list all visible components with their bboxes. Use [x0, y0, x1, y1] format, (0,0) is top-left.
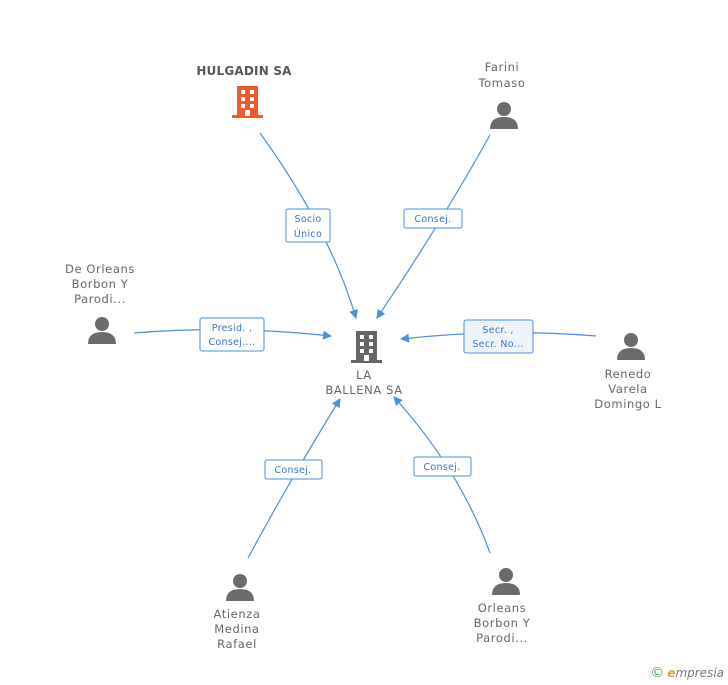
node-center-line1: LA: [356, 368, 372, 382]
node-center-line2: BALLENA SA: [325, 383, 402, 397]
edge-label-hulgadin: Socio Único: [285, 208, 331, 243]
node-renedo-line2: Varela: [608, 382, 647, 396]
node-atienza[interactable]: Atienza Medina Rafael: [213, 574, 260, 651]
person-icon: [492, 568, 520, 595]
edge-label-atienza-line1: Consej.: [274, 465, 311, 476]
node-orleans[interactable]: Orleans Borbon Y Parodi...: [474, 568, 531, 645]
brand-name: mpresia: [675, 666, 724, 680]
node-atienza-line2: Medina: [214, 622, 259, 636]
node-orleans-line3: Parodi...: [476, 631, 528, 645]
node-renedo-line3: Domingo L: [594, 397, 661, 411]
building-icon: [351, 331, 382, 363]
brand-initial: e: [667, 666, 676, 680]
node-hulgadin-label: HULGADIN SA: [196, 64, 292, 78]
person-icon: [490, 102, 518, 129]
copyright-icon: ©: [650, 665, 665, 681]
node-orleans-line2: Borbon Y: [474, 616, 531, 630]
edge-label-orleans: Consej.: [413, 456, 472, 477]
edge-label-deorleans: Presid. , Consej....: [199, 317, 265, 352]
node-atienza-line3: Rafael: [217, 637, 257, 651]
edge-label-deorleans-line2: Consej....: [209, 337, 256, 348]
node-atienza-line1: Atienza: [213, 607, 260, 621]
node-center[interactable]: LA BALLENA SA: [325, 331, 402, 397]
edge-label-deorleans-line1: Presid. ,: [212, 323, 252, 334]
edge-label-hulgadin-line1: Socio: [294, 214, 321, 225]
edge-label-hulgadin-line2: Único: [294, 228, 322, 240]
empresia-watermark: ©empresia: [650, 665, 724, 681]
edge-label-orleans-line1: Consej.: [423, 462, 460, 473]
edge-label-farini-line1: Consej.: [414, 214, 451, 225]
node-deorleans[interactable]: De Orleans Borbon Y Parodi...: [65, 262, 135, 344]
node-orleans-line1: Orleans: [478, 601, 527, 615]
edge-label-atienza: Consej.: [264, 459, 323, 480]
node-deorleans-line2: Borbon Y: [72, 277, 129, 291]
node-hulgadin[interactable]: HULGADIN SA: [196, 64, 292, 118]
building-icon: [232, 86, 263, 118]
node-farini-line2: Tomaso: [478, 76, 526, 90]
edge-label-farini: Consej.: [403, 208, 463, 229]
edge-label-renedo: Secr. , Secr. No...: [463, 319, 534, 354]
edge-label-renedo-line1: Secr. ,: [482, 325, 513, 336]
node-renedo-line1: Renedo: [605, 367, 652, 381]
person-icon: [226, 574, 254, 601]
edge-label-renedo-line2: Secr. No...: [472, 339, 523, 350]
node-deorleans-line3: Parodi...: [74, 292, 126, 306]
node-farini-line1: Farini: [485, 60, 520, 74]
node-farini[interactable]: Farini Tomaso: [478, 60, 526, 129]
node-deorleans-line1: De Orleans: [65, 262, 135, 276]
node-renedo[interactable]: Renedo Varela Domingo L: [594, 333, 661, 411]
person-icon: [88, 317, 116, 344]
person-icon: [617, 333, 645, 360]
